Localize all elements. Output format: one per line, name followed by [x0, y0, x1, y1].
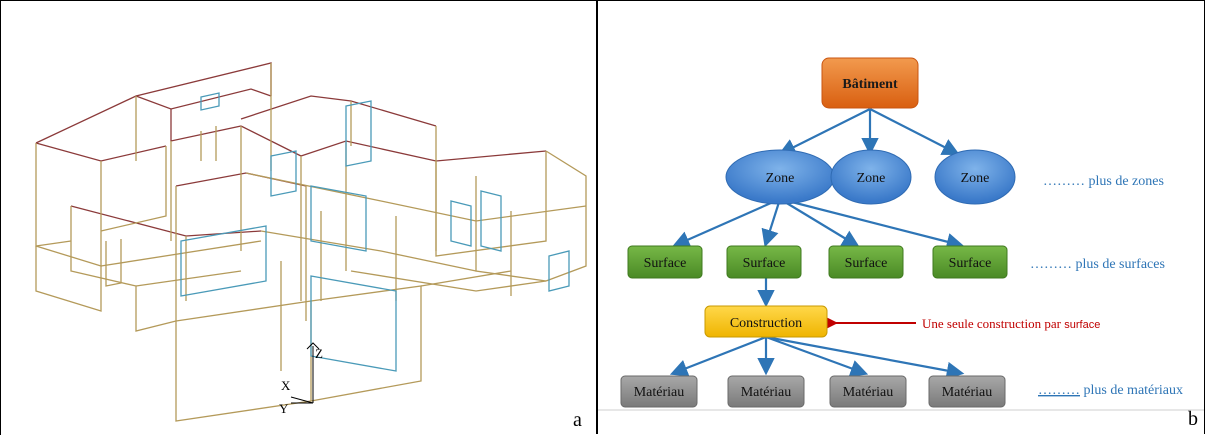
surface-node: Surface	[726, 245, 802, 279]
material-label: Matériau	[741, 385, 792, 400]
hierarchy-arrows	[669, 108, 965, 380]
construction-node: Construction	[704, 305, 828, 338]
material-node: Matériau	[727, 375, 805, 408]
surfaces-note: ……… plus de surfaces	[1030, 257, 1165, 272]
axis-y-label: Y	[279, 401, 289, 416]
roof-outlines	[35, 62, 547, 237]
construction-label: Construction	[730, 316, 802, 331]
zone-label: Zone	[961, 171, 990, 186]
axis-z-label: Z	[315, 346, 323, 361]
materials-note-dots: ………	[1038, 383, 1080, 398]
panel-a-label: a	[573, 409, 582, 431]
material-node: Matériau	[620, 375, 698, 408]
zone-node: Zone	[725, 149, 835, 205]
material-label: Matériau	[634, 385, 685, 400]
surface-label: Surface	[644, 256, 687, 271]
window-outlines	[180, 92, 570, 372]
material-node: Matériau	[928, 375, 1006, 408]
material-label: Matériau	[942, 385, 993, 400]
construction-note-last: surface	[1064, 319, 1100, 331]
surface-node: Surface	[932, 245, 1008, 279]
surface-label: Surface	[743, 256, 786, 271]
surface-node: Surface	[828, 245, 904, 279]
materials-note-text: plus de matériaux	[1080, 383, 1183, 398]
zone-label: Zone	[766, 171, 795, 186]
axis-x-label: X	[281, 378, 291, 393]
zones-note: ……… plus de zones	[1043, 174, 1164, 189]
material-label: Matériau	[843, 385, 894, 400]
zone-node: Zone	[934, 149, 1016, 205]
ucs-axis-icon	[290, 342, 320, 404]
surface-node: Surface	[627, 245, 703, 279]
materials-note: ……… plus de matériaux	[1038, 383, 1183, 398]
surface-label: Surface	[845, 256, 888, 271]
construction-note-main: Une seule construction par	[922, 316, 1064, 331]
material-node: Matériau	[829, 375, 907, 408]
building-node: Bâtiment	[821, 57, 919, 109]
panel-b-label: b	[1188, 408, 1198, 430]
surface-label: Surface	[949, 256, 992, 271]
wall-outlines	[35, 63, 587, 422]
wireframe-panel: Z X Y a	[0, 0, 597, 435]
hierarchy-diagram: Bâtiment Zone Zone Zone ……… plus de zone…	[598, 57, 1204, 411]
hierarchy-panel: Bâtiment Zone Zone Zone ……… plus de zone…	[596, 0, 1205, 434]
construction-note: Une seule construction par surface	[922, 316, 1100, 331]
zone-label: Zone	[857, 171, 886, 186]
building-label: Bâtiment	[842, 77, 898, 92]
zone-node: Zone	[830, 149, 912, 205]
building-wireframe: Z X Y	[35, 62, 587, 422]
